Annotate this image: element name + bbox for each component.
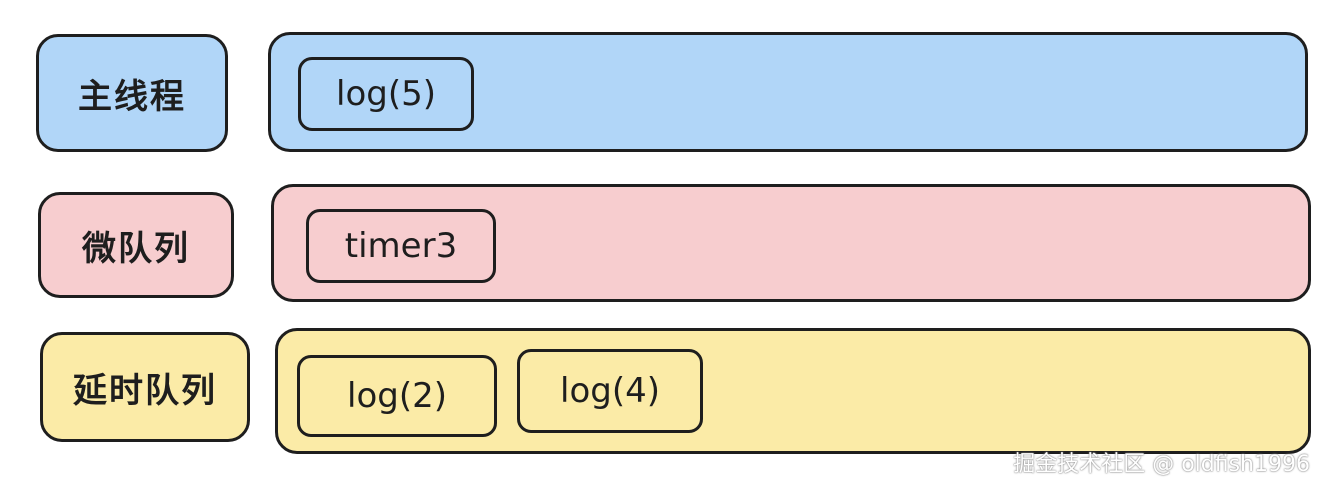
micro-queue-label-box: 微队列 bbox=[38, 192, 234, 298]
delay-queue-item-text-2: log(4) bbox=[560, 371, 660, 411]
micro-queue-lane: timer3 bbox=[271, 184, 1311, 302]
main-thread-item-text: log(5) bbox=[336, 74, 436, 114]
micro-queue-label: 微队列 bbox=[82, 228, 190, 269]
main-thread-label: 主线程 bbox=[78, 76, 186, 117]
delay-queue-item-log2: log(2) bbox=[297, 355, 497, 437]
delay-queue-item-log4: log(4) bbox=[517, 349, 703, 433]
delay-queue-lane: log(2) log(4) bbox=[275, 328, 1311, 454]
main-thread-label-box: 主线程 bbox=[36, 34, 228, 152]
delay-queue-item-text-1: log(2) bbox=[347, 376, 447, 416]
main-thread-lane: log(5) bbox=[268, 32, 1308, 152]
micro-queue-item-timer3: timer3 bbox=[306, 209, 496, 283]
delay-queue-label: 延时队列 bbox=[73, 370, 217, 411]
micro-queue-item-text: timer3 bbox=[344, 226, 458, 266]
main-thread-item-log5: log(5) bbox=[298, 57, 474, 131]
delay-queue-label-box: 延时队列 bbox=[40, 332, 250, 442]
watermark: 掘金技术社区 @ oldfish1996 bbox=[1013, 452, 1310, 477]
